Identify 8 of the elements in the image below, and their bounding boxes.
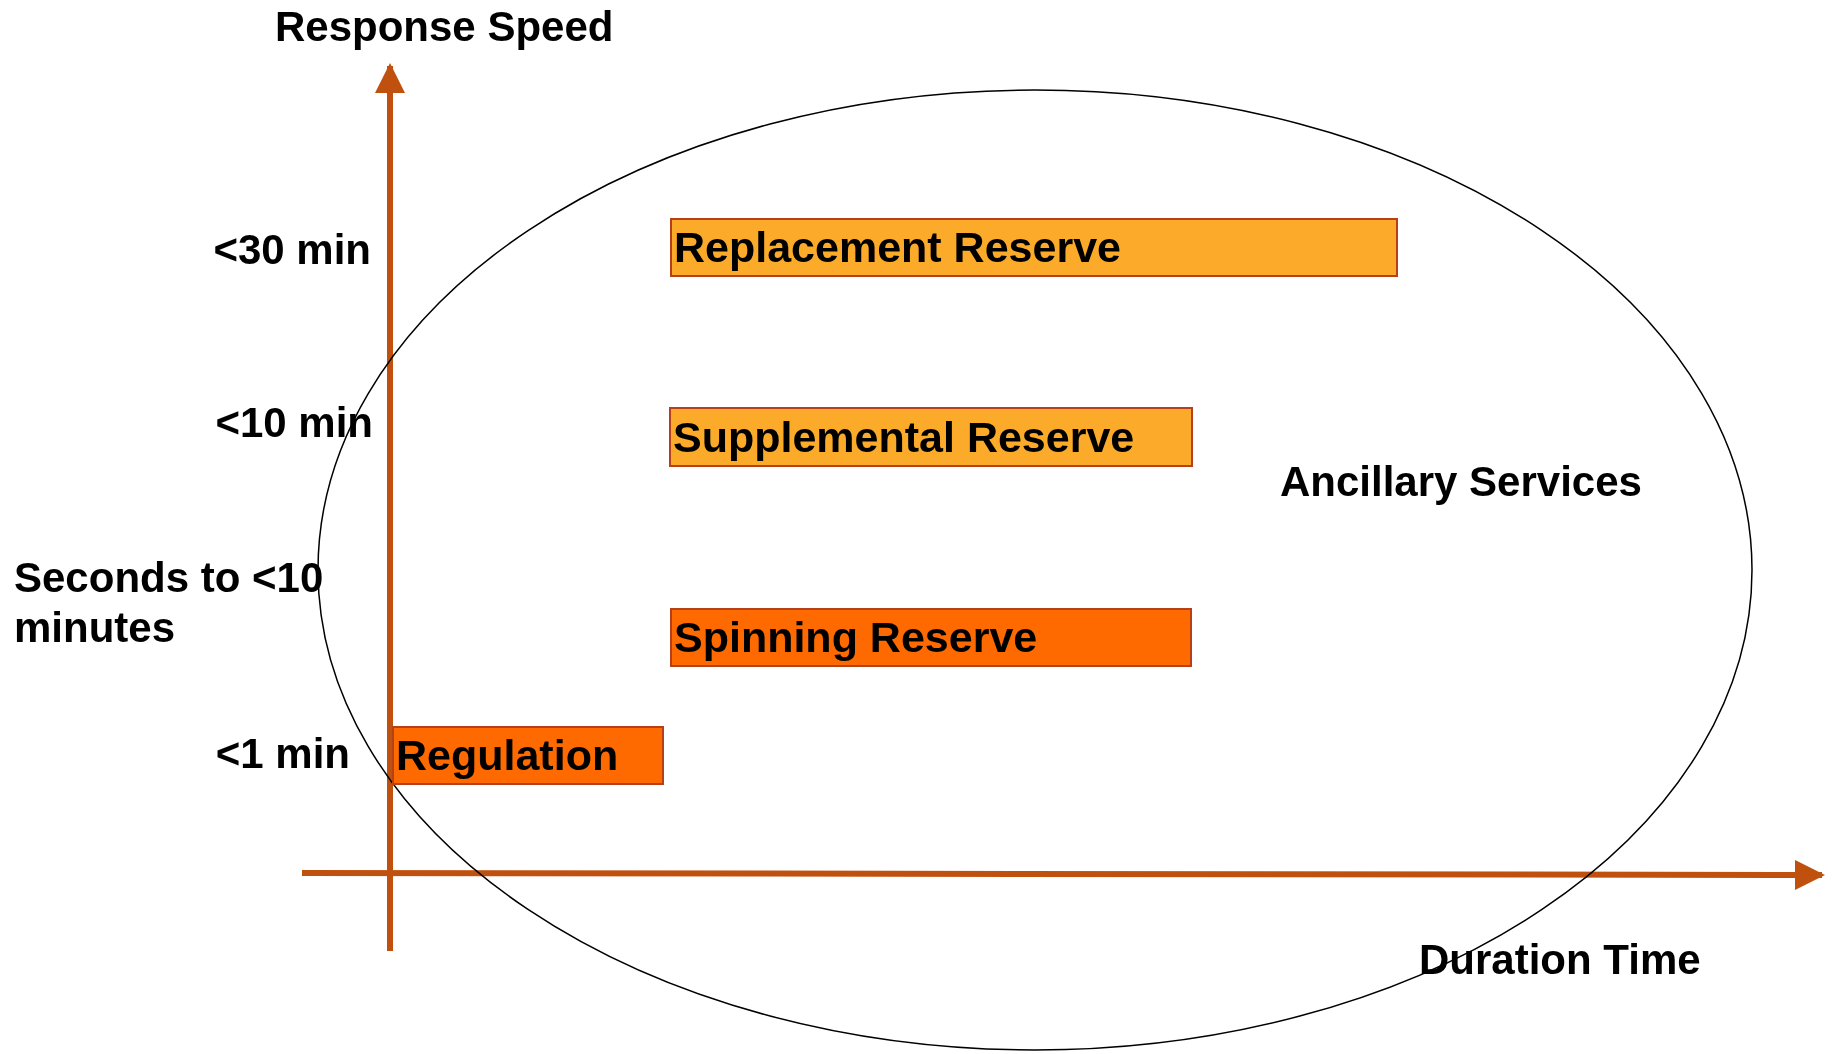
range-bar: Supplemental Reserve <box>669 407 1193 467</box>
axis-tick-label: <1 min <box>214 729 350 779</box>
range-bar: Spinning Reserve <box>670 608 1192 667</box>
axis-title: Response Speed <box>275 2 615 52</box>
range-bar: Replacement Reserve <box>670 218 1398 277</box>
axis-tick-label: <30 min <box>212 225 371 275</box>
region-label: Ancillary Services <box>1280 457 1642 507</box>
range-bar: Regulation <box>392 726 664 785</box>
